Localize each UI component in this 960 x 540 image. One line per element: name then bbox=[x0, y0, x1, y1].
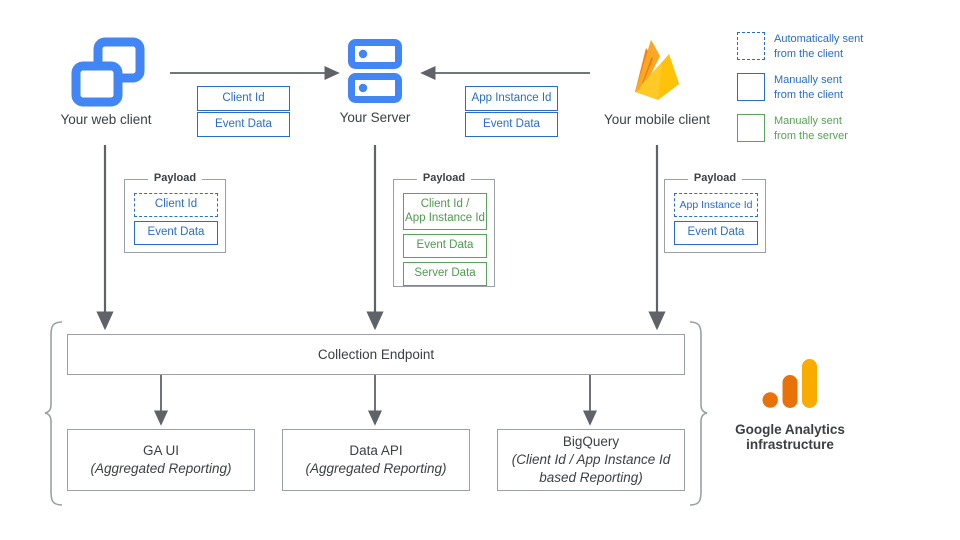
node-server[interactable]: Your Server bbox=[330, 38, 420, 142]
payload-web-item-event-data: Event Data bbox=[134, 221, 218, 245]
google-analytics-brand-line2: infrastructure bbox=[746, 437, 834, 452]
output-data-api-title: Data API bbox=[349, 443, 403, 459]
google-analytics-brand: Google Analytics infrastructure bbox=[705, 358, 875, 463]
server-icon bbox=[348, 39, 402, 103]
server-label: Your Server bbox=[339, 110, 411, 125]
payload-server-item-id-line2: App Instance Id bbox=[405, 211, 485, 224]
payload-web: Payload Client Id Event Data bbox=[124, 172, 226, 253]
legend-manual-server-line2: from the server bbox=[774, 129, 848, 142]
payload-server-item-server-data: Server Data bbox=[403, 262, 487, 286]
collection-endpoint-label: Collection Endpoint bbox=[317, 346, 435, 362]
payload-mobile-item-event-data: Event Data bbox=[674, 221, 758, 245]
web-client-label: Your web client bbox=[60, 112, 152, 127]
legend-item-automatic-client: Automatically sent from the client bbox=[737, 32, 947, 61]
node-web-client[interactable]: Your web client bbox=[58, 37, 154, 142]
google-analytics-icon bbox=[762, 359, 817, 408]
transit-tag-mobile-app-instance-id: App Instance Id bbox=[465, 86, 558, 111]
output-box-data-api[interactable]: Data API (Aggregated Reporting) bbox=[282, 429, 470, 491]
output-bigquery-sub: (Client Id / App Instance Id bbox=[511, 452, 671, 468]
payload-server-item-id-line1: Client Id / bbox=[420, 198, 470, 211]
google-analytics-brand-line1: Google Analytics bbox=[735, 422, 845, 437]
firebase-icon bbox=[635, 40, 679, 100]
legend-swatch-solid-blue bbox=[737, 73, 765, 102]
legend: Automatically sent from the client Manua… bbox=[737, 32, 947, 152]
node-mobile-client[interactable]: Your mobile client bbox=[592, 34, 722, 144]
output-box-ga-ui[interactable]: GA UI (Aggregated Reporting) bbox=[67, 429, 255, 491]
legend-item-manual-server: Manually sent from the server bbox=[737, 114, 947, 143]
collection-endpoint-box[interactable]: Collection Endpoint bbox=[67, 334, 685, 375]
payload-server-title: Payload bbox=[416, 172, 472, 184]
output-ga-ui-sub: (Aggregated Reporting) bbox=[90, 461, 232, 476]
output-data-api-sub: (Aggregated Reporting) bbox=[305, 461, 447, 476]
legend-swatch-solid-green bbox=[737, 114, 765, 143]
payload-mobile-title: Payload bbox=[687, 172, 743, 184]
transit-tag-web-event-data: Event Data bbox=[197, 112, 290, 137]
legend-swatch-dashed-blue bbox=[737, 32, 765, 60]
payload-web-item-client-id: Client Id bbox=[134, 193, 218, 217]
legend-text-automatic-client: Automatically sent from the client bbox=[774, 32, 863, 61]
output-box-bigquery[interactable]: BigQuery (Client Id / App Instance Id ba… bbox=[497, 429, 685, 491]
transit-tag-mobile-event-data: Event Data bbox=[465, 112, 558, 137]
legend-automatic-client-line1: Automatically sent bbox=[774, 33, 864, 45]
legend-automatic-client-line2: from the client bbox=[774, 47, 844, 60]
mobile-client-label: Your mobile client bbox=[603, 112, 711, 127]
payload-mobile: Payload App Instance Id Event Data bbox=[664, 172, 766, 253]
transit-tag-web-client-id: Client Id bbox=[197, 86, 290, 111]
payload-server: Payload Client Id / App Instance Id Even… bbox=[393, 172, 495, 287]
payload-mobile-item-app-instance-id: App Instance Id bbox=[674, 193, 758, 217]
web-client-icon bbox=[71, 37, 145, 107]
legend-item-manual-client: Manually sent from the client bbox=[737, 73, 947, 102]
payload-server-item-id: Client Id / App Instance Id bbox=[403, 193, 487, 230]
output-bigquery-title: BigQuery bbox=[562, 434, 620, 450]
payload-web-title: Payload bbox=[147, 172, 203, 184]
infrastructure-bracket-left bbox=[44, 321, 63, 506]
output-bigquery-sub2: based Reporting) bbox=[539, 469, 643, 485]
legend-manual-client-line1: Manually sent bbox=[774, 74, 842, 87]
output-ga-ui-title: GA UI bbox=[142, 443, 179, 459]
legend-manual-client-line2: from the client bbox=[774, 88, 844, 101]
legend-manual-server-line1: Manually sent bbox=[774, 115, 842, 128]
legend-text-manual-server: Manually sent from the server bbox=[774, 114, 848, 143]
payload-server-item-event-data: Event Data bbox=[403, 234, 487, 258]
legend-text-manual-client: Manually sent from the client bbox=[774, 73, 843, 102]
